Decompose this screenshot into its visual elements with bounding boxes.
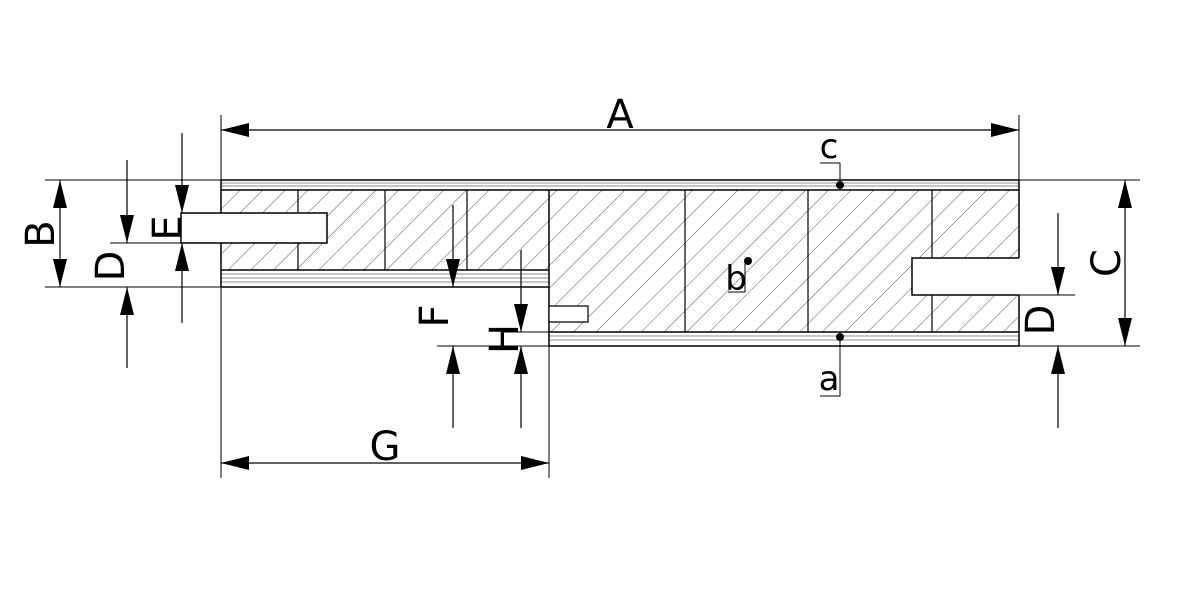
part-body <box>180 179 1020 347</box>
right-groove <box>911 257 1019 296</box>
top-layer <box>221 179 1019 191</box>
middle-layer <box>221 269 549 288</box>
dimension-label-H: H <box>482 324 528 354</box>
dimension-label-E: E <box>145 215 191 240</box>
dimension-label-B: B <box>18 220 64 247</box>
point-a: a <box>819 333 844 399</box>
dimension-label-D-right: D <box>1018 305 1064 336</box>
dimension-label-F: F <box>412 304 458 327</box>
dimension-G: G <box>220 287 550 478</box>
point-c: c <box>820 127 844 189</box>
left-tongue <box>180 212 328 244</box>
point-b: b <box>725 257 752 299</box>
dimension-label-A: A <box>606 92 634 138</box>
dimension-label-G: G <box>370 424 401 470</box>
dimension-D-right: D <box>1018 213 1075 428</box>
bottom-layer <box>549 331 1019 347</box>
dimension-label-D-left: D <box>88 251 134 282</box>
segment-dividers <box>297 190 933 332</box>
dimension-A: A <box>220 92 1020 180</box>
point-label-a: a <box>819 359 840 399</box>
dimension-label-C: C <box>1084 249 1130 277</box>
dimension-D-left: D <box>88 160 181 368</box>
dimension-C: C <box>1019 179 1140 347</box>
point-label-b: b <box>725 259 747 299</box>
dimension-F: F <box>412 205 549 428</box>
point-label-c: c <box>820 127 839 167</box>
dimension-E: E <box>145 133 191 323</box>
dimension-B: B <box>18 179 221 288</box>
dimension-H: H <box>482 250 549 428</box>
small-notch <box>548 305 589 323</box>
